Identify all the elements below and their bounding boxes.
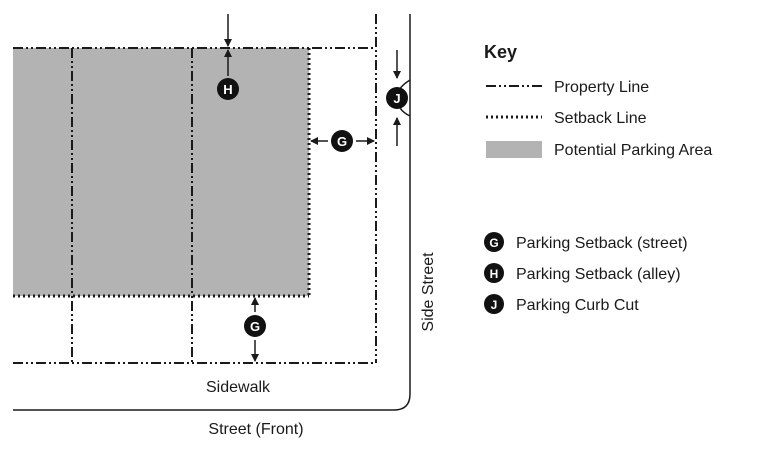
- key-j-item: J Parking Curb Cut: [484, 294, 639, 314]
- svg-text:G: G: [250, 319, 260, 334]
- key-h-item: H Parking Setback (alley): [484, 263, 681, 283]
- setback-lines: [13, 48, 311, 298]
- key-parking-area-label: Potential Parking Area: [554, 142, 712, 159]
- svg-text:G: G: [489, 236, 498, 250]
- key-setback-line-label: Setback Line: [554, 110, 647, 127]
- badge-g-side: G: [331, 130, 353, 152]
- key: Key Property Line Setback Line Potential…: [484, 42, 712, 314]
- key-g-item: G Parking Setback (street): [484, 232, 688, 252]
- svg-text:Parking Curb Cut: Parking Curb Cut: [516, 297, 639, 314]
- side-street-label: Side Street: [420, 252, 437, 332]
- street-curb: [13, 14, 411, 411]
- svg-text:J: J: [491, 298, 498, 312]
- svg-text:J: J: [393, 91, 400, 106]
- svg-text:H: H: [490, 267, 499, 281]
- badge-g-bottom: G: [244, 315, 266, 337]
- sidewalk-label: Sidewalk: [206, 379, 271, 396]
- svg-text:H: H: [223, 82, 232, 97]
- street-front-label: Street (Front): [208, 421, 303, 438]
- parking-area: [13, 48, 309, 296]
- svg-text:Parking Setback (street): Parking Setback (street): [516, 235, 688, 252]
- key-property-line-label: Property Line: [554, 79, 649, 96]
- svg-text:Parking Setback (alley): Parking Setback (alley): [516, 266, 681, 283]
- badge-j: J: [386, 87, 408, 109]
- property-lines: [13, 14, 377, 364]
- key-title: Key: [484, 42, 517, 62]
- badge-h: H: [217, 78, 239, 100]
- svg-text:G: G: [337, 134, 347, 149]
- key-parking-area-swatch: [486, 141, 542, 158]
